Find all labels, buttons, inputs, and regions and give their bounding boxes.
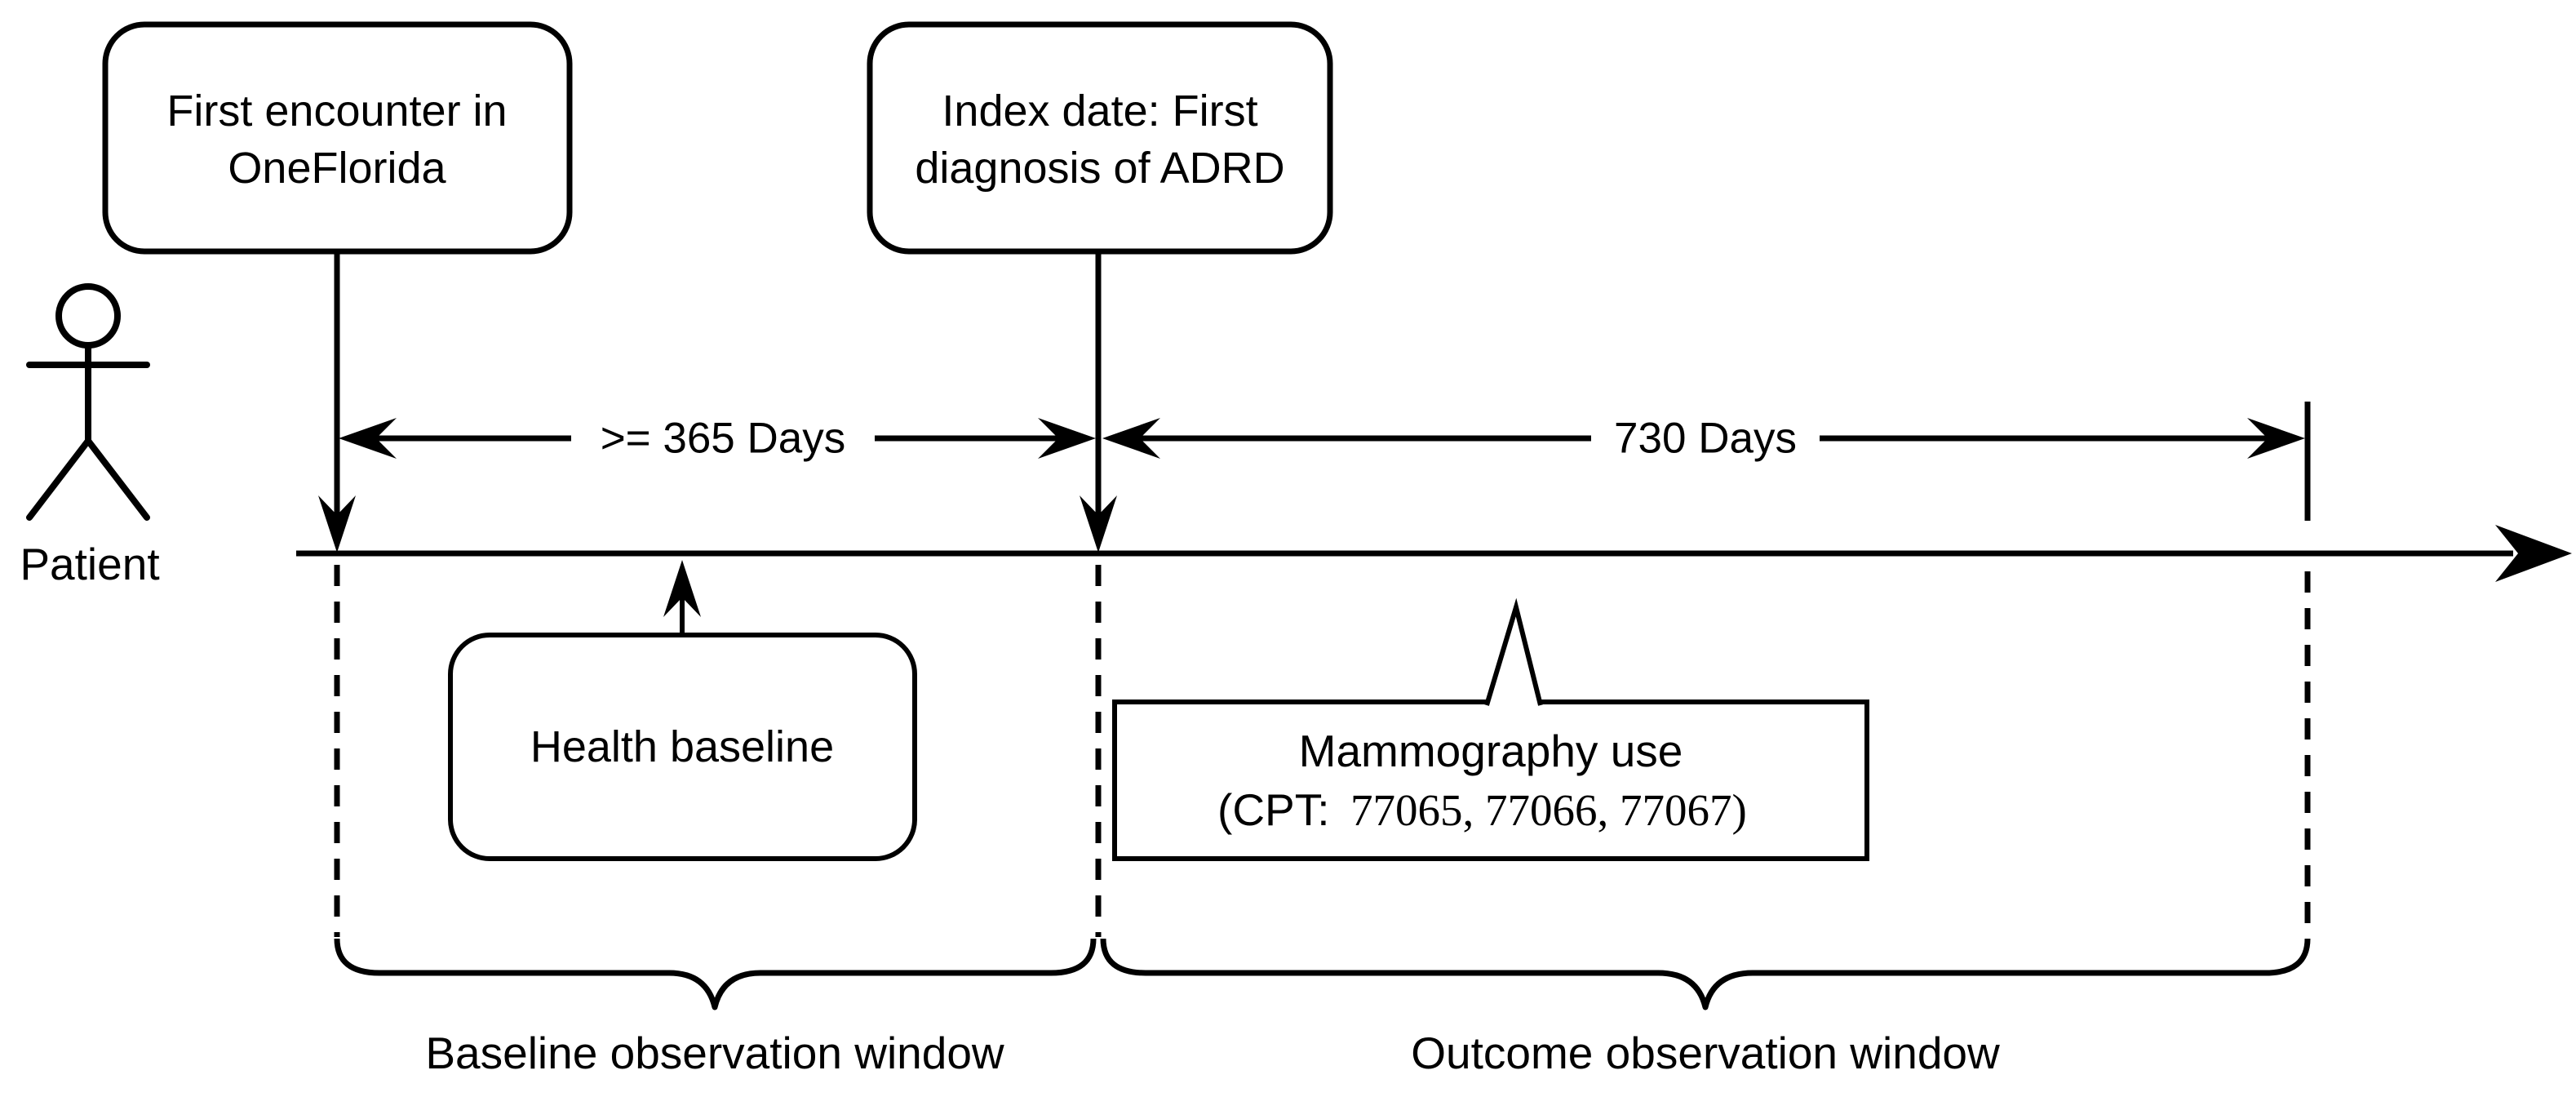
outcome-window-brace xyxy=(1100,938,2311,1010)
health-baseline-box-shape xyxy=(448,633,917,861)
baseline-span-arrow: >= 365 Days xyxy=(339,415,1096,463)
outcome-span-label: 730 Days xyxy=(1614,415,1797,463)
index-date-line2: diagnosis of ADRD xyxy=(915,144,1284,193)
mammography-cpt-line: (CPT: 77065, 77066, 77067) xyxy=(1217,784,1747,835)
mammography-callout: Mammography use (CPT: 77065, 77066, 7706… xyxy=(1112,597,1869,861)
first-encounter-box: First encounter in OneFlorida xyxy=(102,21,573,255)
arrowhead-right-icon xyxy=(2495,525,2572,582)
mammography-box-shape xyxy=(1112,700,1869,861)
health-baseline-box: Health baseline xyxy=(448,560,917,861)
first-encounter-drop-arrow xyxy=(318,251,356,553)
health-baseline-label: Health baseline xyxy=(530,722,834,771)
first-encounter-line1: First encounter in xyxy=(166,87,507,135)
timeline-axis xyxy=(296,525,2572,582)
arrowhead-right-icon xyxy=(2247,418,2305,459)
baseline-span-label: >= 365 Days xyxy=(601,415,846,463)
outcome-window-label: Outcome observation window xyxy=(1411,1028,2000,1078)
figure-right-leg xyxy=(85,437,150,521)
patient-label: Patient xyxy=(20,539,159,589)
arrowhead-left-icon xyxy=(339,418,397,459)
index-date-line1: Index date: First xyxy=(942,87,1257,135)
stick-figure-person-icon xyxy=(26,283,150,521)
outcome-span-arrow: 730 Days xyxy=(1102,415,2305,463)
arrowhead-down-icon xyxy=(1080,495,1117,553)
index-date-box: Index date: First diagnosis of ADRD xyxy=(867,21,1333,255)
first-encounter-box-shape xyxy=(102,21,573,255)
callout-pointer-icon xyxy=(1484,597,1543,706)
index-date-box-shape xyxy=(867,21,1333,255)
arrowhead-down-icon xyxy=(318,495,356,553)
first-encounter-line2: OneFlorida xyxy=(228,144,446,193)
mammography-line1: Mammography use xyxy=(1299,726,1683,776)
figure-head xyxy=(55,283,121,349)
index-date-drop-arrow xyxy=(1080,251,1117,553)
baseline-window-label: Baseline observation window xyxy=(425,1028,1004,1078)
baseline-window-brace xyxy=(334,938,1097,1010)
arrowhead-left-icon xyxy=(1102,418,1160,459)
arrowhead-up-icon xyxy=(663,560,701,617)
figure-left-leg xyxy=(26,437,91,521)
arrowhead-right-icon xyxy=(1038,418,1096,459)
